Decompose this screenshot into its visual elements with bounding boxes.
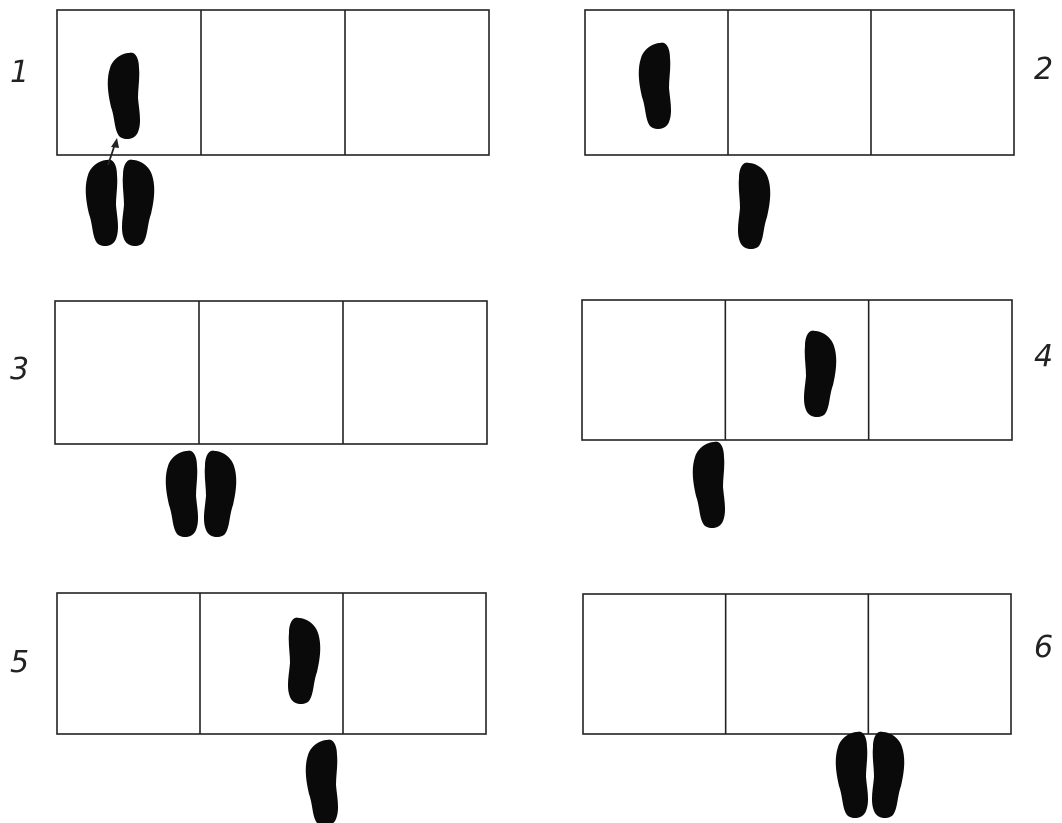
footprint-icon [738, 163, 770, 249]
step-panel-6 [583, 594, 1011, 818]
step-panel-3 [55, 301, 487, 537]
step-panel-2 [585, 10, 1014, 249]
step-panel-1 [57, 10, 489, 246]
ladder-frame [57, 593, 486, 734]
footprint-icon [872, 732, 904, 818]
ladder-frame [55, 301, 487, 444]
footprint-icon [166, 451, 198, 537]
step-panel-4 [582, 300, 1012, 528]
footprint-icon [288, 618, 320, 704]
arrow-head-icon [111, 138, 119, 148]
footprint-icon [836, 732, 868, 818]
footprint-icon [108, 53, 140, 139]
footprint-icon [204, 451, 236, 537]
footprint-icon [86, 160, 118, 246]
step-panel-5 [57, 593, 486, 823]
footprint-icon [122, 160, 154, 246]
footprint-icon [693, 442, 725, 528]
footprint-icon [639, 43, 671, 129]
ladder-frame [583, 594, 1011, 734]
footprint-icon [804, 331, 836, 417]
ladder-frame [582, 300, 1012, 440]
footprint-icon [306, 740, 338, 823]
